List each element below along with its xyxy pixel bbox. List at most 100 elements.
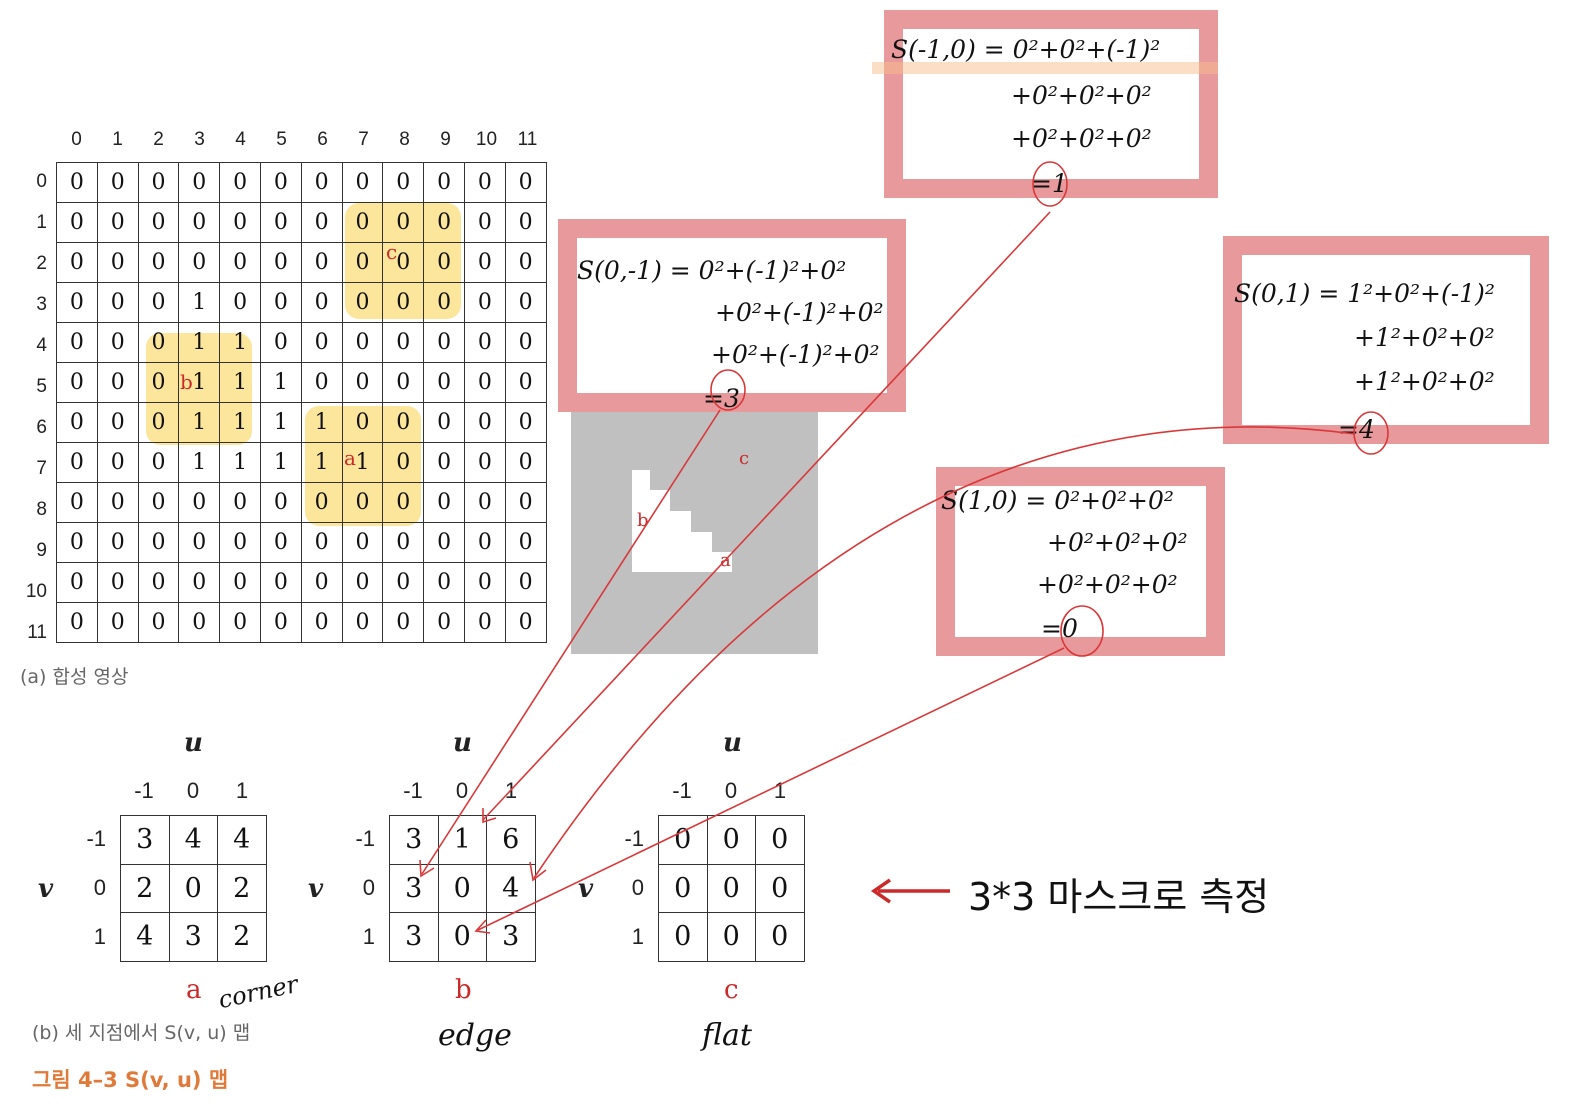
note4-line3: +0²+0²+0² xyxy=(1037,570,1178,599)
note3-line3: +1²+0²+0² xyxy=(1354,367,1495,396)
grid-cell: 0 xyxy=(56,442,98,483)
note2-line2: +0²+(-1)²+0² xyxy=(715,298,884,327)
map-c-column-header: 0 xyxy=(724,778,738,803)
note-box-3: S(0,1) = 1²+0²+(-1)² +1²+0²+0² +1²+0²+0²… xyxy=(1223,236,1549,444)
grid-row-header: 1 xyxy=(36,212,47,233)
grid-cell: 0 xyxy=(96,522,139,563)
map-c-row-header: 0 xyxy=(631,875,644,900)
grid-cell: 0 xyxy=(504,162,547,203)
map-a-cell: 3 xyxy=(120,815,170,865)
grid-cell: 0 xyxy=(137,362,180,403)
grid-cell: 0 xyxy=(382,442,425,483)
map-b-row-header: -1 xyxy=(355,826,375,851)
grid-cell: 0 xyxy=(463,162,506,203)
map-b-cell: 4 xyxy=(486,863,536,913)
grid-cell: 0 xyxy=(463,362,506,403)
grid-row-header: 9 xyxy=(36,540,47,561)
grid-cell: 0 xyxy=(259,202,302,243)
grid-cell: 0 xyxy=(137,522,180,563)
grid-row-header: 4 xyxy=(36,335,47,356)
grid-cell: 0 xyxy=(423,522,465,563)
map-c-cell: 0 xyxy=(706,912,756,962)
grid-cell: 0 xyxy=(259,162,302,203)
grid-cell: 0 xyxy=(300,602,343,643)
grid-cell: 0 xyxy=(96,202,139,243)
grid-cell: 0 xyxy=(423,242,465,283)
grid-row-header: 11 xyxy=(27,622,47,643)
image-label-c: c xyxy=(739,448,750,469)
grid-row-header: 6 xyxy=(36,417,47,438)
grid-cell: 0 xyxy=(504,402,547,443)
grid-cell: 0 xyxy=(300,362,343,403)
map-c-column-header: 1 xyxy=(773,778,787,803)
map-a-cell: 2 xyxy=(217,912,267,962)
grid-cell: 0 xyxy=(56,482,98,523)
grid-cell: 0 xyxy=(463,202,506,243)
grid-cell: 0 xyxy=(137,602,180,643)
grid-cell: 1 xyxy=(178,402,221,443)
grid-cell: 0 xyxy=(137,162,180,203)
grid-column-header: 6 xyxy=(317,129,328,150)
grid-cell: 0 xyxy=(382,562,425,603)
grid-cell: 0 xyxy=(504,522,547,563)
grid-cell: 0 xyxy=(259,522,302,563)
map-c-cell: 0 xyxy=(755,863,805,913)
map-b-cell: 3 xyxy=(486,912,536,962)
note-box-2: S(0,-1) = 0²+(-1)²+0² +0²+(-1)²+0² +0²+(… xyxy=(558,219,906,413)
grid-cell: 0 xyxy=(423,562,465,603)
map-a-row-header: -1 xyxy=(86,826,106,851)
grid-cell: 0 xyxy=(423,162,465,203)
note-box-1: S(-1,0) = 0²+0²+(-1)² +0²+0²+0² +0²+0²+0… xyxy=(884,10,1218,198)
grid-cell: 1 xyxy=(259,402,302,443)
grid-row-header: 2 xyxy=(36,253,47,274)
grid-column-header: 1 xyxy=(112,129,123,150)
grid-cell: 1 xyxy=(219,402,261,443)
grid-cell: 0 xyxy=(178,602,221,643)
grid-cell: 0 xyxy=(300,322,343,363)
grid-cell: 0 xyxy=(178,162,221,203)
grid-cell: 0 xyxy=(463,282,506,323)
map-b-u-label: u xyxy=(453,728,472,758)
map-b-cell: 1 xyxy=(437,815,487,865)
grid-cell: 0 xyxy=(382,282,425,323)
grid-cell: 0 xyxy=(137,442,180,483)
grid-cell: 0 xyxy=(463,442,506,483)
note2-line1: S(0,-1) = 0²+(-1)²+0² xyxy=(577,256,847,285)
map-c-row-header: 1 xyxy=(631,924,644,949)
grid-cell: 0 xyxy=(219,242,261,283)
grid-cell: 1 xyxy=(341,442,384,483)
map-c-cell: 0 xyxy=(658,863,708,913)
grid-cell: 0 xyxy=(382,482,425,523)
grid-cell: 0 xyxy=(300,522,343,563)
grid-column-header: 2 xyxy=(153,129,164,150)
grid-cell: 0 xyxy=(178,482,221,523)
map-a-cell: 0 xyxy=(168,863,218,913)
grid-cell: 0 xyxy=(300,282,343,323)
map-a-v-label: v xyxy=(38,874,54,904)
map-a-note: corner xyxy=(215,969,301,1015)
grid-cell: 0 xyxy=(341,322,384,363)
grid-cell: 0 xyxy=(300,562,343,603)
grid-cell: 0 xyxy=(96,362,139,403)
note1-overlay-stripe xyxy=(872,62,1218,74)
map-a-column-header: 0 xyxy=(186,778,200,803)
map-c-note: flat xyxy=(702,1018,752,1053)
grid-cell: 1 xyxy=(219,362,261,403)
map-a-cell: 4 xyxy=(217,815,267,865)
grid-cell: 1 xyxy=(178,442,221,483)
grid-cell: 0 xyxy=(259,282,302,323)
grid-cell: 0 xyxy=(463,562,506,603)
map-c-row-header: -1 xyxy=(624,826,644,851)
grid-cell: 0 xyxy=(219,562,261,603)
grid-cell: 0 xyxy=(259,482,302,523)
grid-cell: 0 xyxy=(341,522,384,563)
caption-a: (a) 합성 영상 xyxy=(20,666,129,688)
grid-cell: 0 xyxy=(56,562,98,603)
note-box-4: S(1,0) = 0²+0²+0² +0²+0²+0² +0²+0²+0² =0 xyxy=(936,467,1225,656)
